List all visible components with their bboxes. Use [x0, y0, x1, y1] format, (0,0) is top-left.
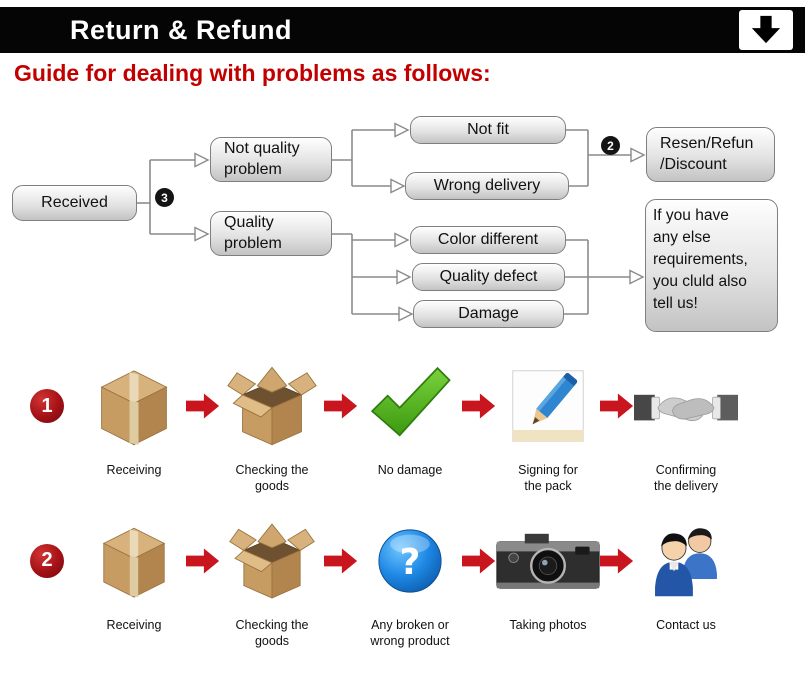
check-icon [367, 356, 453, 456]
step-label: Taking photos [509, 617, 587, 632]
step-label: Contact us [656, 617, 716, 632]
step-label: Signing for the pack [518, 463, 578, 494]
flow-node-color-different: Color different [410, 226, 566, 254]
step-label: Any broken or wrong product [370, 617, 450, 648]
step-label: Checking the goods [235, 463, 309, 494]
svg-text:?: ? [400, 542, 421, 583]
row-2-number-badge: 2 [30, 543, 64, 578]
step-no-damage: No damage [358, 356, 462, 478]
closed-box-icon [92, 511, 176, 611]
step-label: Receiving [106, 463, 162, 477]
red-arrow-icon [600, 356, 634, 456]
step-receiving: Receiving [82, 511, 186, 633]
down-arrow-icon [751, 15, 781, 44]
red-arrow-icon [600, 511, 634, 611]
red-arrow-icon [462, 511, 496, 611]
red-arrow-icon [186, 356, 220, 456]
flow-node-quality-defect: Quality defect [412, 263, 565, 291]
open-box-icon [226, 356, 318, 456]
flow-badge-2: 2 [601, 136, 620, 155]
step-label: Confirming the delivery [654, 463, 718, 494]
flow-node-resend-refund-discount: Resen/Refun /Discount [646, 127, 775, 182]
guide-heading: Guide for dealing with problems as follo… [14, 60, 491, 86]
red-arrow-icon [462, 356, 496, 456]
open-box-icon [228, 511, 316, 611]
page-title: Return & Refund [70, 14, 292, 45]
flow-node-wrong-delivery: Wrong delivery [405, 172, 569, 200]
step-label: Checking the goods [235, 617, 309, 648]
flow-node-note: If you have any else requirements, you c… [645, 199, 778, 332]
step-checking-goods: Checking the goods [220, 511, 324, 650]
closed-box-icon [89, 356, 179, 456]
people-icon [643, 511, 729, 611]
flow-node-not-fit: Not fit [410, 116, 566, 144]
step-broken-or-wrong: ? Any broken or wrong product [358, 511, 462, 650]
step-confirming-delivery: Confirming the delivery [634, 356, 738, 495]
flow-node-damage: Damage [413, 300, 564, 328]
header-bar: Return & Refund [0, 7, 805, 53]
red-arrow-icon [324, 356, 358, 456]
flow-badge-3: 3 [155, 188, 174, 207]
red-arrow-icon [324, 511, 358, 611]
flow-node-quality-problem: Quality problem [210, 211, 332, 256]
step-checking-goods: Checking the goods [220, 356, 324, 495]
step-receiving: Receiving [82, 356, 186, 478]
question-icon: ? [377, 511, 443, 611]
step-signing: Signing for the pack [496, 356, 600, 495]
process-row-2: 2 Receiving [0, 511, 805, 650]
flow-node-not-quality-problem: Not quality problem [210, 137, 332, 182]
process-row-1: 1 Receiving [0, 356, 805, 495]
signing-icon [508, 356, 588, 456]
flowchart: Received 3 Not quality problem Quality p… [12, 116, 778, 332]
process-section: 1 Receiving [0, 356, 805, 649]
flow-node-received: Received [12, 185, 137, 221]
flowchart-connectors-icon [137, 122, 646, 322]
step-contact-us: Contact us [634, 511, 738, 633]
step-taking-photos: Taking photos [496, 511, 600, 633]
camera-icon [496, 511, 600, 611]
red-arrow-icon [186, 511, 220, 611]
handshake-icon [634, 356, 738, 456]
step-label: No damage [377, 463, 443, 477]
row-1-number-badge: 1 [30, 389, 64, 423]
down-arrow-box [739, 10, 793, 50]
step-label: Receiving [106, 617, 162, 632]
